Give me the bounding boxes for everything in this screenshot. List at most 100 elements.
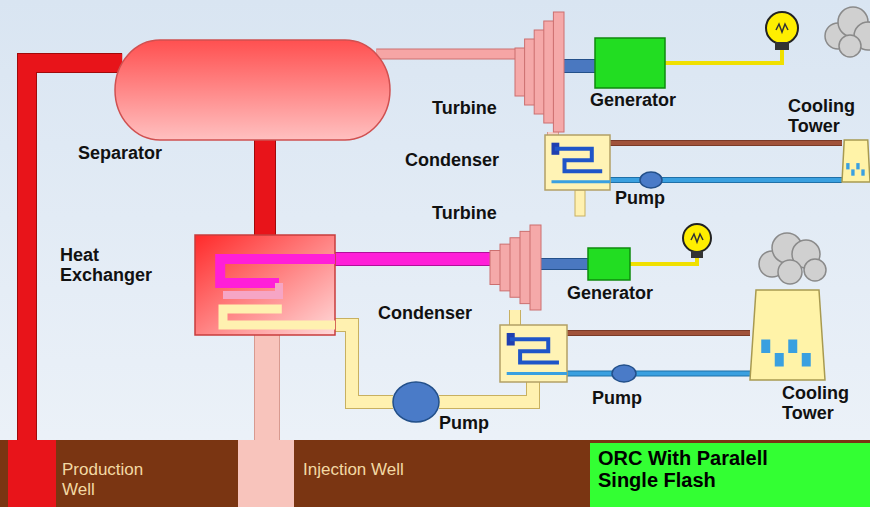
pipe-connector — [515, 310, 516, 325]
pipe-outline — [335, 252, 490, 266]
turbine-stage — [525, 39, 536, 105]
pipe-fill — [540, 259, 588, 269]
pipe-connector — [563, 66, 595, 67]
pipe-connector — [335, 325, 393, 402]
heat-exchanger: Heat Exchanger — [195, 235, 335, 335]
pump-body — [640, 172, 662, 188]
pipe-connector — [610, 143, 842, 144]
cooling-tower: Cooling Tower — [842, 140, 870, 182]
bulb-filament — [776, 24, 788, 32]
tower-fill-block — [761, 340, 770, 354]
pipe-outline — [254, 140, 276, 235]
exchanger-body — [195, 235, 335, 335]
cooling-tower: Cooling Tower — [750, 290, 825, 380]
pipe-fill — [567, 372, 612, 376]
power-wire — [665, 46, 782, 63]
condenser-outlet-stub — [575, 190, 585, 216]
mid-coil — [223, 283, 279, 295]
shape-outline — [640, 172, 662, 188]
condenser: Condenser — [500, 325, 567, 382]
generator: Generator — [595, 38, 665, 88]
equipment-label: Generator — [567, 283, 677, 303]
equipment-label: Cooling Tower — [782, 383, 862, 423]
pipe-outline — [610, 140, 842, 146]
pipe-connector — [439, 382, 533, 402]
shape-outline — [842, 140, 870, 182]
shape-outline — [500, 325, 567, 382]
pipe-connector — [567, 333, 750, 334]
pump: Pump — [640, 172, 662, 188]
pipe-fill — [335, 325, 393, 402]
pipe-connector — [376, 54, 515, 55]
bulb-base — [775, 42, 789, 50]
shape-outline — [393, 382, 439, 422]
pipe-connector — [267, 335, 268, 440]
pump: Pump — [612, 365, 636, 382]
equipment-label: Condenser — [378, 303, 493, 323]
tower-fill-block — [846, 163, 849, 169]
shape-outline — [115, 40, 390, 140]
shape-outline — [195, 235, 335, 335]
well-column — [8, 440, 56, 507]
generator: Generator — [588, 248, 630, 280]
equipment-label: Pump — [592, 388, 652, 408]
condenser-body — [545, 135, 610, 190]
shape-outline — [595, 38, 665, 88]
tower-fill-block — [851, 169, 854, 175]
equipment-label: Production Well — [62, 460, 172, 500]
tower-fill-block — [788, 340, 797, 354]
turbine: Turbine — [490, 225, 540, 310]
equipment-label: Heat Exchanger — [60, 245, 170, 285]
steam-cloud — [759, 233, 826, 284]
pipe-outline — [376, 49, 515, 60]
light-bulb — [683, 224, 711, 252]
shape-outline — [545, 135, 610, 190]
condenser-coil — [555, 149, 602, 172]
pump-body — [393, 382, 439, 422]
turbine-stage — [534, 30, 545, 114]
turbine-stage — [520, 231, 531, 303]
tower-fill-block — [856, 163, 859, 169]
cooling-water-line — [507, 372, 567, 375]
tower-body — [750, 290, 825, 380]
shape-outline — [515, 12, 563, 132]
production-well: Production Well — [8, 440, 56, 507]
pipe-fill — [567, 331, 750, 335]
pipe-fill — [335, 253, 490, 265]
equipment-label: Cooling Tower — [788, 96, 864, 136]
pipe-connector — [636, 373, 750, 374]
pipe-connector — [540, 264, 588, 265]
cloud-puff — [839, 35, 861, 57]
steam-cloud — [825, 7, 870, 57]
shape-outline — [750, 290, 825, 380]
diagram-title: ORC With Paralell Single Flash — [598, 447, 828, 491]
condenser-body — [500, 325, 567, 382]
light-bulb — [766, 12, 798, 44]
condenser-coil — [510, 339, 559, 362]
tower-fill-block — [802, 353, 811, 367]
tower-fill-block — [861, 169, 864, 175]
pipe-fill — [610, 141, 842, 145]
equipment-label: Turbine — [432, 203, 512, 223]
pipe-fill — [255, 335, 279, 440]
pump-body — [612, 365, 636, 382]
ground-band — [0, 440, 870, 507]
pipe-fill — [510, 310, 520, 325]
pipe-fill — [563, 60, 595, 72]
pipe-fill — [376, 50, 515, 59]
pipe-fill — [610, 178, 640, 182]
bulb-base — [691, 251, 703, 258]
equipment-label: Pump — [615, 188, 675, 208]
separator-vessel: Separator — [115, 40, 390, 140]
turbine-stage — [515, 48, 526, 96]
shape-outline — [588, 248, 630, 280]
turbine-stage — [500, 244, 511, 291]
pipe-outline — [636, 371, 750, 377]
pipe-connector — [265, 140, 266, 235]
turbine-stage — [510, 238, 521, 298]
hot-coil — [220, 259, 335, 283]
tower-body — [842, 140, 870, 182]
pipe-outline — [567, 330, 750, 336]
pipe-connector — [567, 373, 612, 374]
condenser: Condenser — [545, 135, 610, 190]
